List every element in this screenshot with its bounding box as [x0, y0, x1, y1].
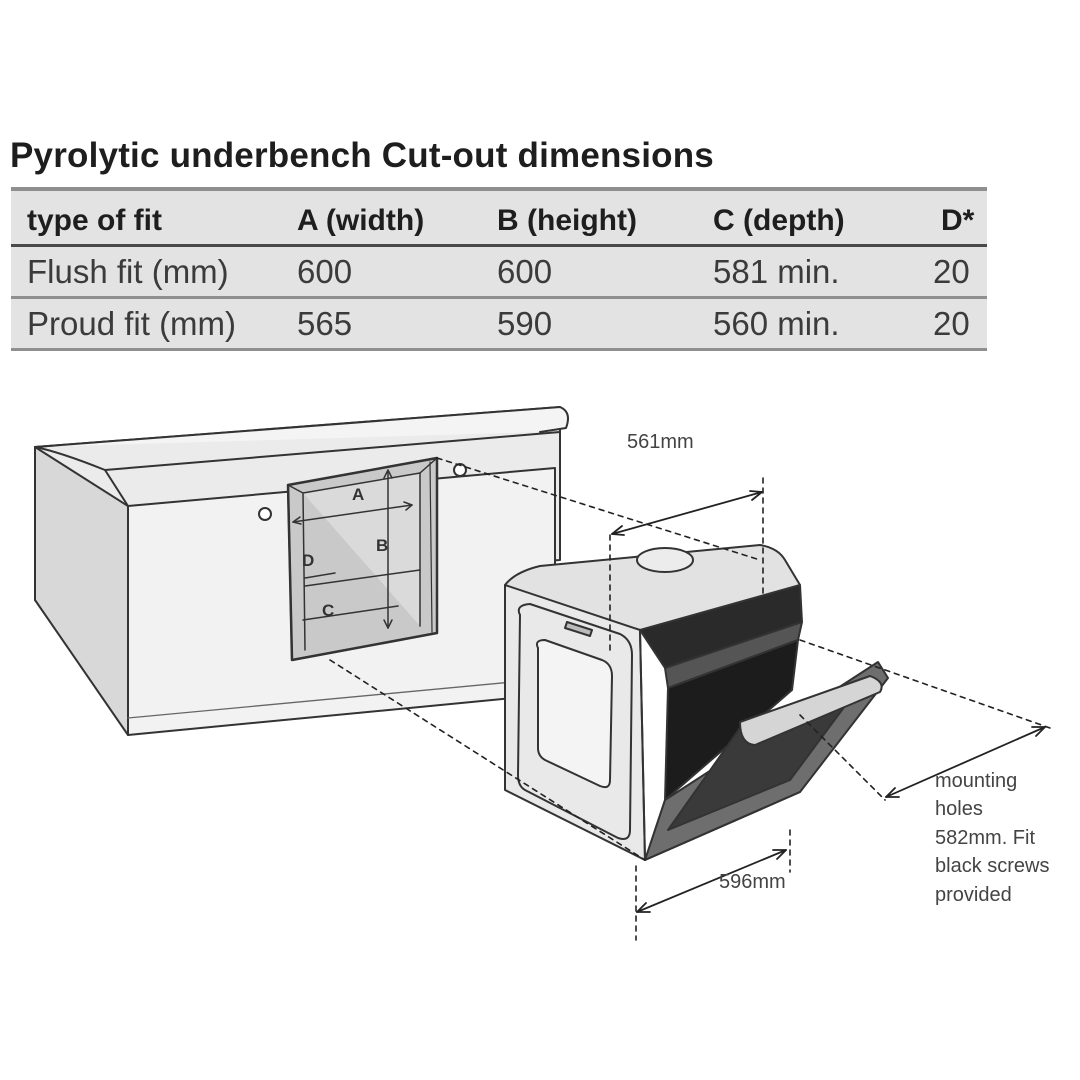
cutout-letter-a: A	[352, 485, 364, 504]
cell-fit-type: Flush fit (mm)	[11, 245, 283, 299]
cutout-dimensions-table: type of fit A (width) B (height) C (dept…	[11, 187, 987, 351]
cell-fit-type: Proud fit (mm)	[11, 297, 283, 351]
mounting-note-line: provided	[935, 884, 1012, 906]
page-title: Pyrolytic underbench Cut-out dimensions	[10, 136, 714, 175]
header-type-of-fit: type of fit	[11, 187, 283, 247]
cell-width: 600	[283, 245, 483, 299]
cell-width: 565	[283, 297, 483, 351]
header-c-depth: C (depth)	[699, 187, 913, 247]
cutout-letter-d: D	[302, 551, 314, 570]
cell-d: 20	[913, 245, 987, 299]
oven-drawing	[504, 544, 889, 861]
cabinet-drawing	[34, 406, 569, 736]
cell-d: 20	[913, 297, 987, 351]
mounting-note-line: mounting	[935, 770, 1017, 792]
cell-height: 590	[483, 297, 699, 351]
depth-dimension-label: 561mm	[627, 431, 694, 453]
dimension-arrows	[611, 490, 1046, 913]
table-row-proud-fit: Proud fit (mm) 565 590 560 min. 20	[11, 297, 987, 351]
table-header-row: type of fit A (width) B (height) C (dept…	[11, 187, 987, 247]
header-a-width: A (width)	[283, 187, 483, 247]
cutout-letter-b: B	[376, 536, 388, 555]
header-b-height: B (height)	[483, 187, 699, 247]
cell-depth: 560 min.	[699, 297, 913, 351]
width-dimension-label: 596mm	[719, 871, 786, 893]
cell-height: 600	[483, 245, 699, 299]
mounting-note-line: holes	[935, 798, 983, 820]
dimension-guides	[329, 457, 1051, 941]
table-row-flush-fit: Flush fit (mm) 600 600 581 min. 20	[11, 245, 987, 299]
mounting-note-line: black screws	[935, 855, 1049, 877]
header-d: D*	[913, 187, 987, 247]
cutout-letter-c: C	[322, 601, 334, 620]
mounting-note-line: 582mm. Fit	[935, 827, 1035, 849]
cell-depth: 581 min.	[699, 245, 913, 299]
mounting-note: mounting holes 582mm. Fit black screws p…	[935, 770, 1049, 906]
installation-diagram: A B C D 561mm 596mm mounting holes 582mm…	[34, 406, 1051, 941]
